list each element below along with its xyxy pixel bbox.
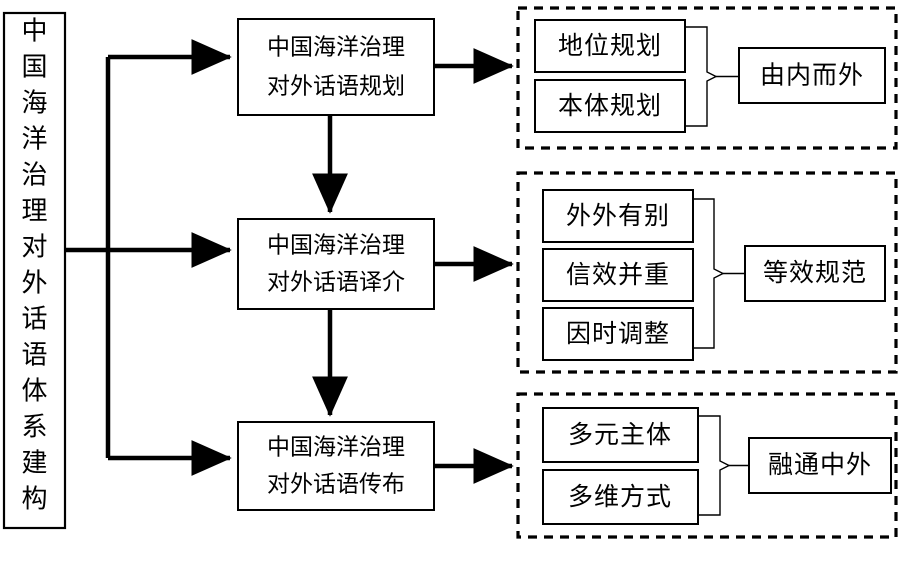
leaf-box-corpus-planning[interactable]: 本体规划 [534, 79, 686, 133]
group-dissemination: 多元主体 多维方式 融通中外 [516, 392, 898, 539]
leaf-box-corpus-planning-outline [534, 79, 686, 133]
group-dissemination-dashed-border [516, 392, 898, 539]
leaf-box-distinction[interactable]: 外外有别 [542, 189, 694, 243]
stage-box-dissemination-outline [237, 421, 435, 511]
root-char-8: 话 [21, 305, 47, 335]
stage-to-group-arrows [434, 48, 514, 484]
brace-dissemination [699, 415, 731, 516]
stage-box-dissemination[interactable]: 中国海洋治理 对外话语传布 [237, 421, 435, 511]
stage-planning-line2: 对外话语规划 [267, 74, 405, 100]
root-char-13: 构 [21, 485, 47, 515]
result-box-translation-outline [744, 245, 886, 302]
root-char-10: 体 [21, 377, 47, 407]
leaf-label-corpus-planning: 本体规划 [558, 91, 662, 120]
leaf-box-fidelity-outline [542, 248, 694, 302]
result-box-dissemination[interactable]: 融通中外 [748, 437, 892, 494]
root-title-box-outline [2, 11, 67, 530]
root-char-11: 系 [21, 413, 47, 443]
root-char-12: 建 [21, 449, 47, 479]
root-char-7: 外 [21, 269, 47, 299]
leaf-label-distinction: 外外有别 [566, 201, 670, 230]
stage-box-translation-outline [237, 218, 435, 310]
leaf-label-status-planning: 地位规划 [558, 31, 662, 60]
leaf-label-multi-actor: 多元主体 [568, 420, 672, 449]
stage-box-planning[interactable]: 中国海洋治理 对外话语规划 [237, 18, 435, 116]
group-planning-dashed-border [516, 6, 898, 150]
stage-translation-line1: 中国海洋治理 [267, 233, 405, 259]
leaf-box-timeliness-outline [542, 307, 694, 361]
leaf-label-timeliness: 因时调整 [566, 319, 670, 348]
root-title-box[interactable]: 中 国 海 洋 治 理 对 外 话 语 体 系 建 构 [2, 11, 67, 530]
stage-dissemination-line2: 对外话语传布 [267, 472, 405, 498]
result-box-translation[interactable]: 等效规范 [744, 245, 886, 302]
result-box-dissemination-outline [748, 437, 892, 494]
stage-box-planning-outline [237, 18, 435, 116]
result-box-planning[interactable]: 由内而外 [738, 47, 886, 104]
result-box-planning-outline [738, 47, 886, 104]
root-char-4: 治 [21, 161, 47, 191]
brace-planning [686, 26, 718, 127]
result-label-planning: 由内而外 [760, 61, 864, 90]
stage-translation-line2: 对外话语译介 [267, 270, 405, 296]
root-char-6: 对 [21, 233, 47, 263]
leaf-label-fidelity: 信效并重 [566, 260, 670, 289]
root-char-2: 海 [21, 89, 47, 119]
group-translation: 外外有别 信效并重 因时调整 等效规范 [516, 171, 898, 374]
result-label-dissemination: 融通中外 [768, 450, 872, 479]
leaf-box-timeliness[interactable]: 因时调整 [542, 307, 694, 361]
group-planning: 地位规划 本体规划 由内而外 [516, 6, 898, 150]
root-char-1: 国 [21, 53, 47, 83]
stage-planning-line1: 中国海洋治理 [267, 35, 405, 61]
leaf-box-multi-mode-outline [542, 469, 699, 525]
root-char-9: 语 [21, 341, 47, 371]
root-char-3: 洋 [21, 125, 47, 155]
leaf-box-status-planning[interactable]: 地位规划 [534, 19, 686, 73]
leaf-box-fidelity[interactable]: 信效并重 [542, 248, 694, 302]
stage-dissemination-line1: 中国海洋治理 [267, 435, 405, 461]
root-char-0: 中 [21, 17, 47, 47]
leaf-box-multi-mode[interactable]: 多维方式 [542, 469, 699, 525]
root-trunk-connector [65, 39, 232, 476]
leaf-box-multi-actor[interactable]: 多元主体 [542, 407, 699, 463]
result-label-translation: 等效规范 [763, 258, 867, 287]
leaf-box-status-planning-outline [534, 19, 686, 73]
leaf-box-multi-actor-outline [542, 407, 699, 463]
leaf-box-distinction-outline [542, 189, 694, 243]
leaf-label-multi-mode: 多维方式 [568, 482, 672, 511]
brace-translation [694, 198, 725, 349]
stage-box-translation[interactable]: 中国海洋治理 对外话语译介 [237, 218, 435, 310]
root-char-5: 理 [21, 197, 47, 227]
